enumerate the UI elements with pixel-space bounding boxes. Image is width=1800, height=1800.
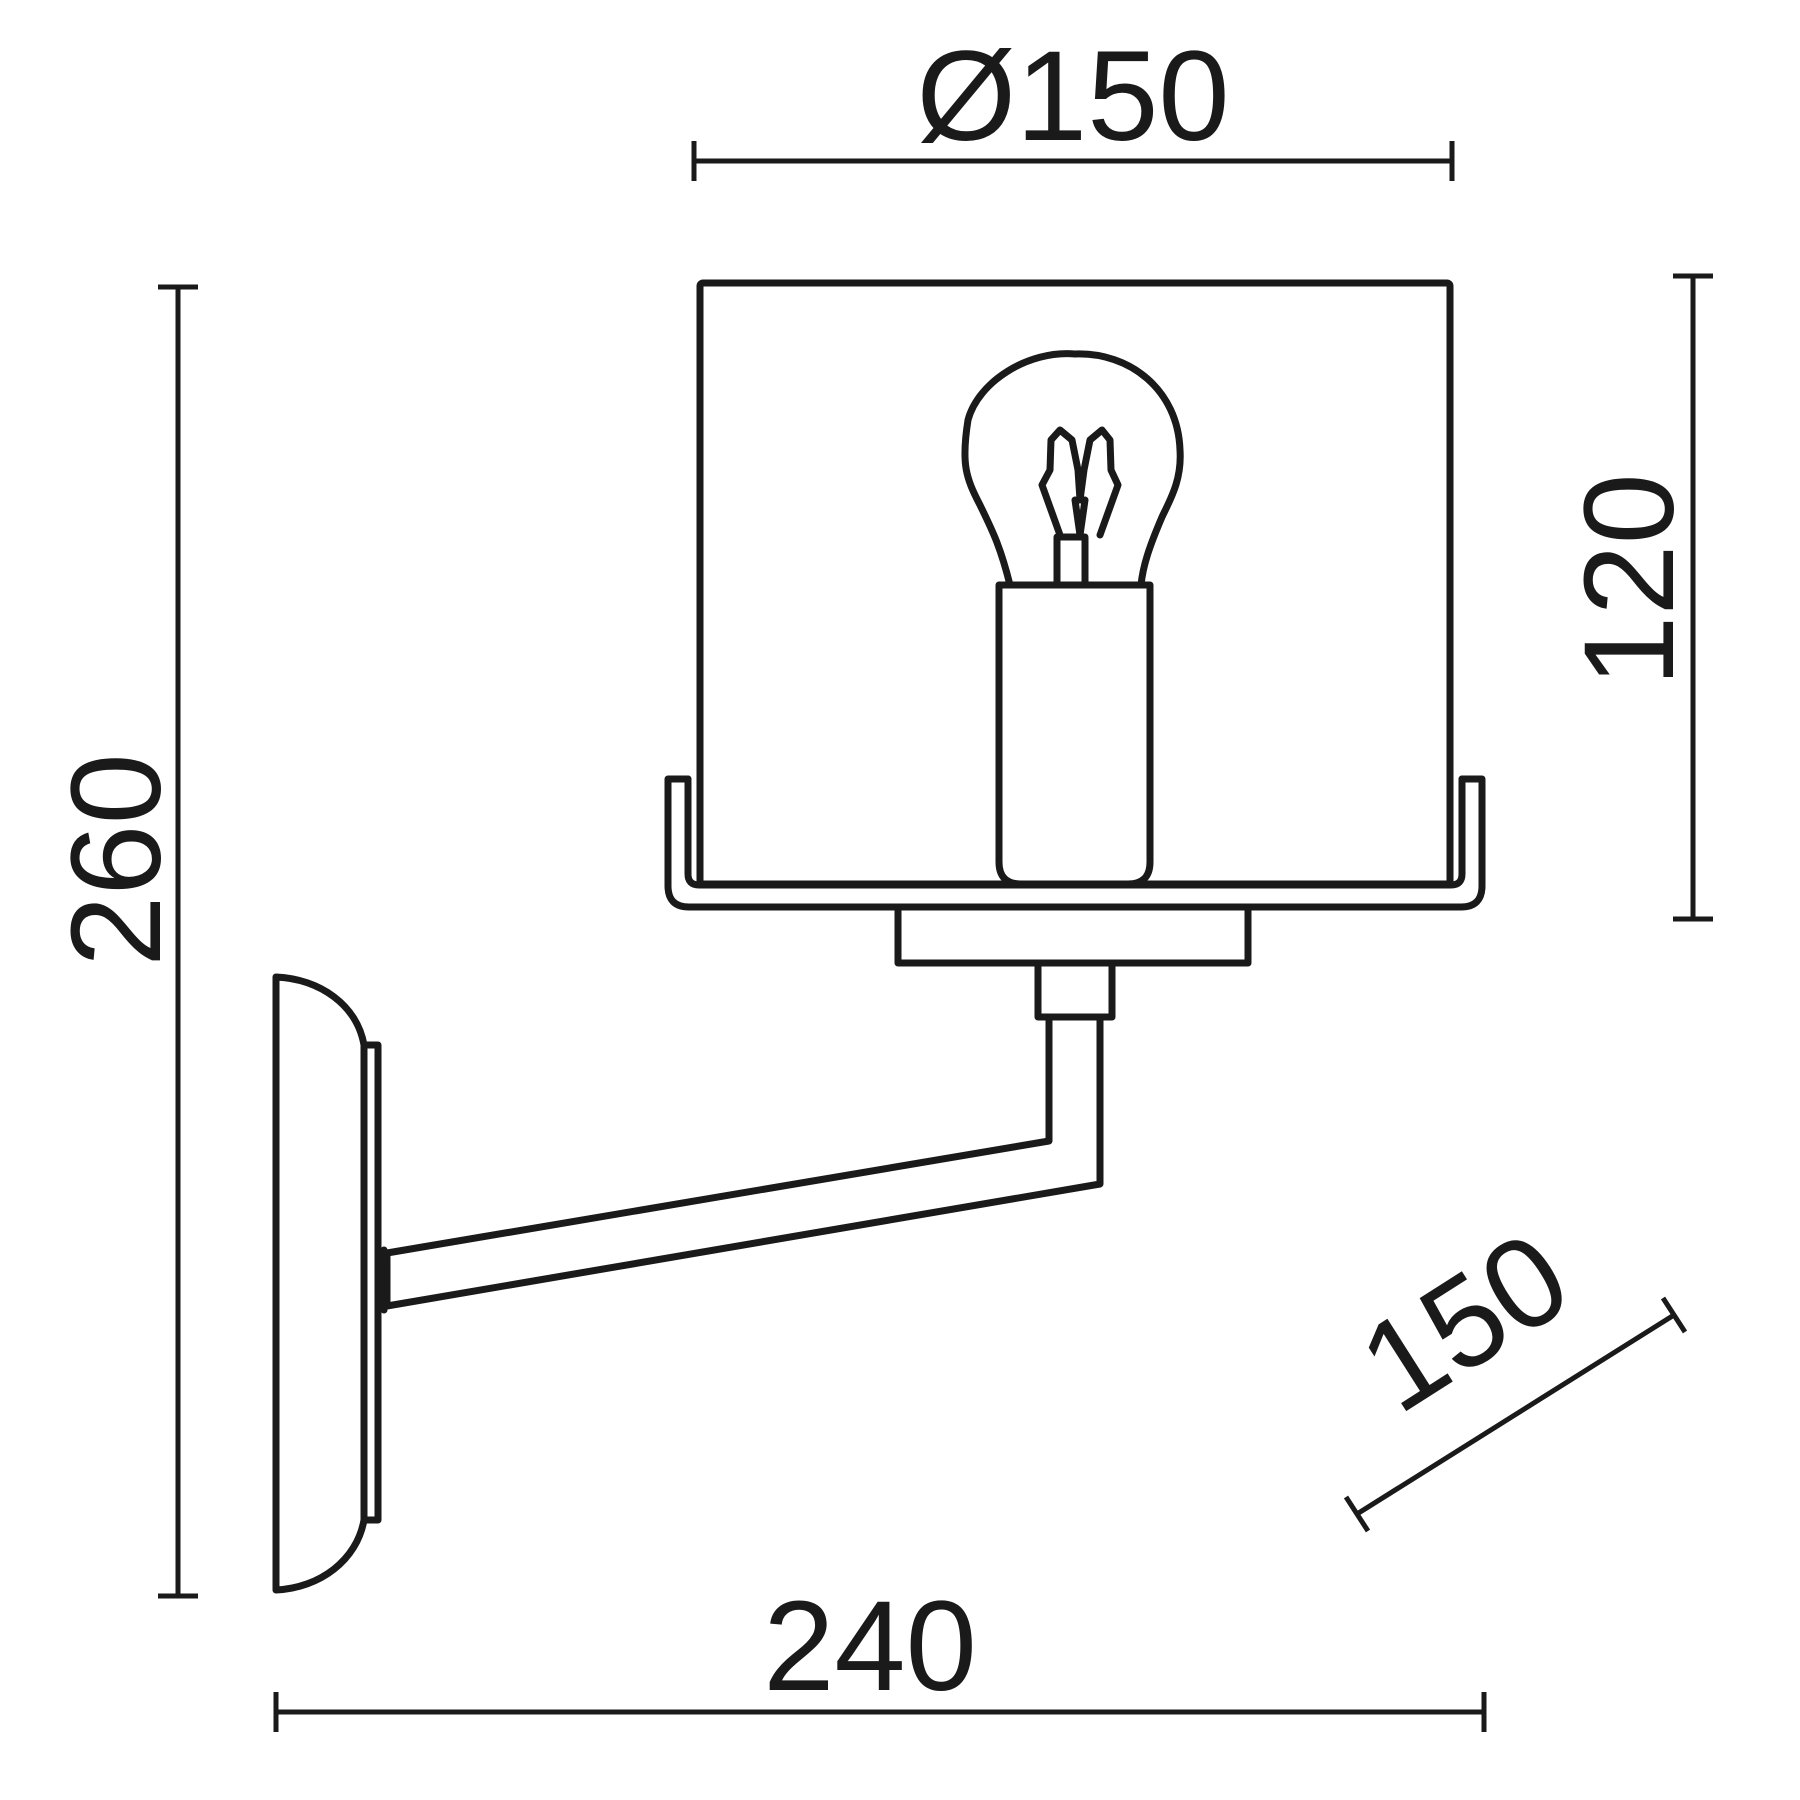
dim-tick-diagonal-lower xyxy=(1343,1495,1371,1533)
wall-base-canopy xyxy=(272,973,368,1594)
dim-tick-diagonal-upper xyxy=(1660,1296,1688,1334)
shade-mount-plate xyxy=(894,903,1252,967)
bulb-stem xyxy=(1053,533,1089,589)
lamp-socket xyxy=(995,581,1154,888)
dim-label-base-depth: 150 xyxy=(1336,1205,1593,1440)
dim-label-shade-height: 120 xyxy=(1558,473,1701,687)
dimension-total-projection: 240 xyxy=(273,1575,1487,1732)
light-bulb xyxy=(961,350,1184,888)
wall-base xyxy=(272,973,382,1594)
lamp-shade xyxy=(664,279,1486,911)
dimension-base-depth: 150 xyxy=(1336,1205,1688,1533)
dim-label-shade-diameter: Ø150 xyxy=(916,25,1229,168)
wall-base-plate xyxy=(360,1041,382,1524)
dimension-shade-diameter: Ø150 xyxy=(691,25,1455,181)
shade-holder-inner xyxy=(684,775,1466,889)
lamp-arm xyxy=(380,903,1252,1314)
dim-label-total-height: 260 xyxy=(45,753,188,967)
bulb-glass xyxy=(961,350,1184,589)
dim-label-total-projection: 240 xyxy=(763,1575,977,1718)
arm-tube xyxy=(383,1013,1104,1310)
dim-line-diagonal xyxy=(1355,1312,1676,1517)
dimension-shade-height: 120 xyxy=(1558,273,1713,922)
dimension-total-height: 260 xyxy=(45,284,198,1599)
bulb-filament xyxy=(1038,426,1122,539)
arm-coupling xyxy=(1034,959,1116,1021)
